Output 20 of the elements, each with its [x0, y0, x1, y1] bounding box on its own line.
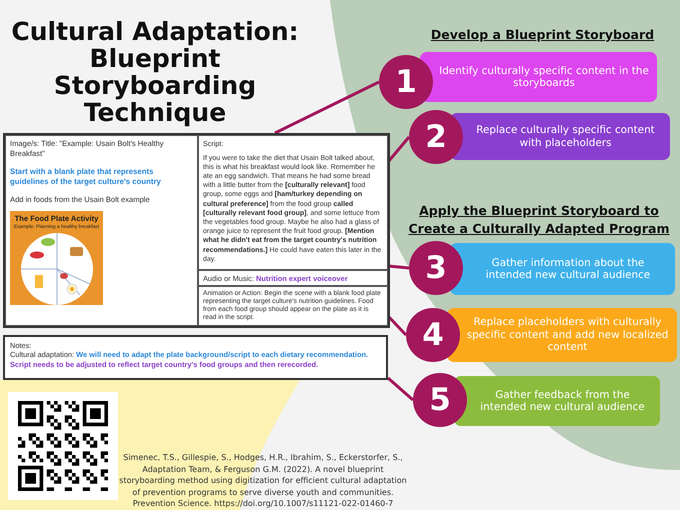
- step-text: Replace placeholders with culturally specific content and add new localized content: [466, 316, 670, 354]
- step-text: Gather information about the intended new cultural audience: [484, 256, 652, 282]
- storyboard-cell: [198, 135, 388, 270]
- citation-text: Simenec, T.S., Gillespie, S., Hodges, H.R., Ibrahim, S., Eckerstorfer, S., Adaptation Team, & Ferguson G.M. (2022). A novel blueprint storyboarding method using digitization for efficient cultural adaptation of prevention programs to serve diverse youth and communities. Prevention Science. https://doi.org/10.1007/s11121-022-01460-7: [118, 452, 408, 510]
- section-heading: Develop a Blueprint Storyboard: [430, 27, 656, 42]
- step-number: 5: [413, 373, 467, 427]
- step-number: 4: [406, 308, 460, 362]
- connector-line: [274, 80, 380, 134]
- storyboard-panel: [3, 133, 390, 328]
- notes-box: [3, 335, 388, 380]
- section-heading: Apply the Blueprint Storyboard to Create a Culturally Adapted Program: [408, 202, 670, 238]
- connector-line: [387, 376, 414, 402]
- step-text: Gather feedback from the intended new cultural audience: [479, 388, 646, 414]
- storyboard-cell: [5, 135, 198, 326]
- step-text: Identify culturally specific content in the storyboards: [438, 64, 650, 90]
- storyboard-cell: [198, 286, 388, 326]
- step-text: Replace culturally specific content with placeholders: [475, 124, 656, 149]
- storyboard-cell: [198, 270, 388, 286]
- title: Cultural Adaptation: Blueprint Storyboarding Technique: [10, 18, 300, 126]
- food-plate-picture: [10, 211, 103, 305]
